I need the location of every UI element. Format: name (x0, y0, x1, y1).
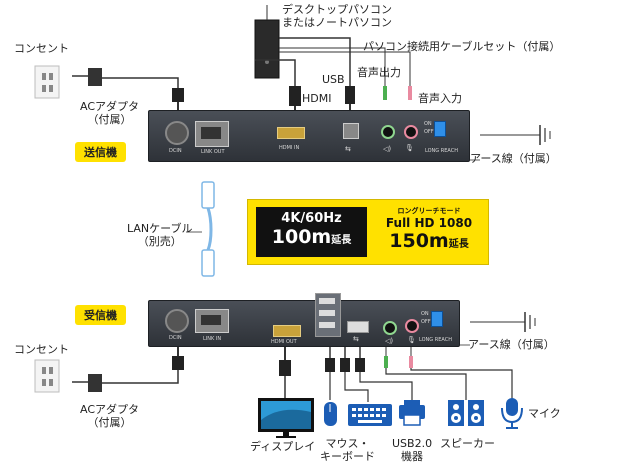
transmitter-device: DCIN LINK OUT HDMI IN ⇆ ◁) 🎙 ON OFF LONG… (148, 110, 470, 162)
mic-jack (405, 319, 419, 333)
long-reach-mode-panel: ロングリーチモード Full HD 1080 150m延長 (374, 203, 484, 261)
mouse-keyboard-label: マウス・ キーボード (320, 437, 375, 463)
outlet-bottom-label: コンセント (14, 343, 69, 356)
hdmi-out-label: HDMI OUT (271, 339, 297, 345)
keyboard-icon (348, 404, 392, 426)
standard-distance: 100m (271, 226, 332, 248)
long-reach-distance: 150m (389, 230, 449, 252)
hdmi-label: HDMI (302, 92, 332, 105)
long-reach-switch-top[interactable] (434, 121, 446, 137)
link-in-label: LINK IN (203, 336, 222, 342)
dcin-port-rx (165, 309, 189, 333)
lan-cable-label: LANケーブル （別売） (127, 222, 193, 248)
mic-symbol-top: 🎙 (405, 144, 414, 152)
audio-out-jack (404, 125, 418, 139)
ground-wire-top-label: アース線（付属） (470, 152, 557, 165)
off-label-bottom: OFF (421, 319, 431, 325)
off-label-top: OFF (424, 129, 434, 135)
speaker-icon (448, 400, 484, 426)
long-reach-label-bottom: LONG REACH (419, 337, 452, 343)
long-reach-spec: Full HD 1080 (385, 216, 473, 230)
link-in-port (195, 309, 229, 333)
ac-adapter-top-label: ACアダプタ （付属） (80, 100, 140, 126)
standard-spec: 4K/60Hz (281, 211, 342, 226)
link-out-port (195, 121, 229, 147)
on-label-top: ON (424, 121, 432, 127)
usb-a-port-single (347, 321, 369, 333)
long-reach-switch-bottom[interactable] (431, 311, 443, 327)
pc-tower (254, 19, 280, 79)
pc-cable-set-label: パソコン接続用ケーブルセット（付属） (363, 40, 561, 53)
dcin-label-rx: DCIN (169, 335, 182, 341)
lan-cable (186, 181, 215, 277)
ground-wire-bottom-label: アース線（付属） (468, 338, 555, 351)
outlet-top (34, 65, 60, 99)
link-out-label: LINK OUT (201, 149, 225, 155)
usb-symbol-top: ⇆ (345, 145, 351, 153)
dcin-port (165, 121, 189, 145)
transmitter-badge: 送信機 (75, 142, 126, 162)
receiver-device: DCIN LINK IN HDMI OUT ⇆ ◁) 🎙 ON OFF LONG… (148, 293, 460, 347)
mic-icon (501, 398, 523, 429)
mic-symbol-rx: 🎙 (407, 336, 416, 344)
usb-b-port (343, 123, 359, 139)
pc-name-label: デスクトップパソコン またはノートパソコン (282, 3, 392, 29)
long-reach-label-top: LONG REACH (425, 148, 458, 154)
usb-device-label: USB2.0 機器 (392, 437, 433, 463)
standard-distance-line: 100m延長 (256, 226, 367, 248)
outlet-top-label: コンセント (14, 42, 69, 55)
display-label: ディスプレイ (250, 440, 316, 453)
hdmi-in-label: HDMI IN (279, 145, 300, 151)
receiver-badge: 受信機 (75, 305, 126, 325)
long-reach-extension-suffix: 延長 (448, 239, 469, 250)
speaker-symbol-top: ◁) (383, 145, 392, 153)
usb-symbol-rx: ⇆ (353, 335, 359, 343)
standard-mode-panel: 4K/60Hz 100m延長 (256, 207, 367, 257)
standard-extension-suffix: 延長 (331, 235, 352, 246)
speaker-jack (383, 321, 397, 335)
mic-label: マイク (528, 407, 561, 420)
mouse-icon (324, 402, 337, 426)
hdmi-in-port (277, 127, 305, 139)
performance-banner: 4K/60Hz 100m延長 ロングリーチモード Full HD 1080 15… (247, 199, 489, 265)
printer-icon (399, 400, 425, 426)
speaker-symbol-rx: ◁) (385, 337, 394, 345)
hdmi-out-port (273, 325, 301, 337)
audio-out-label: 音声出力 (357, 66, 401, 79)
display-icon (258, 398, 314, 438)
speaker-label: スピーカー (440, 437, 495, 450)
outlet-bottom (34, 359, 60, 393)
usb-a-port-stack (315, 293, 341, 337)
dcin-label: DCIN (169, 148, 182, 154)
long-reach-distance-line: 150m延長 (374, 230, 484, 252)
ac-adapter-bottom-label: ACアダプタ （付属） (80, 403, 140, 429)
audio-in-label: 音声入力 (418, 92, 462, 105)
usb-label: USB (322, 73, 345, 86)
long-reach-mode-label: ロングリーチモード (397, 207, 461, 215)
audio-in-jack (381, 125, 395, 139)
on-label-bottom: ON (421, 311, 429, 317)
